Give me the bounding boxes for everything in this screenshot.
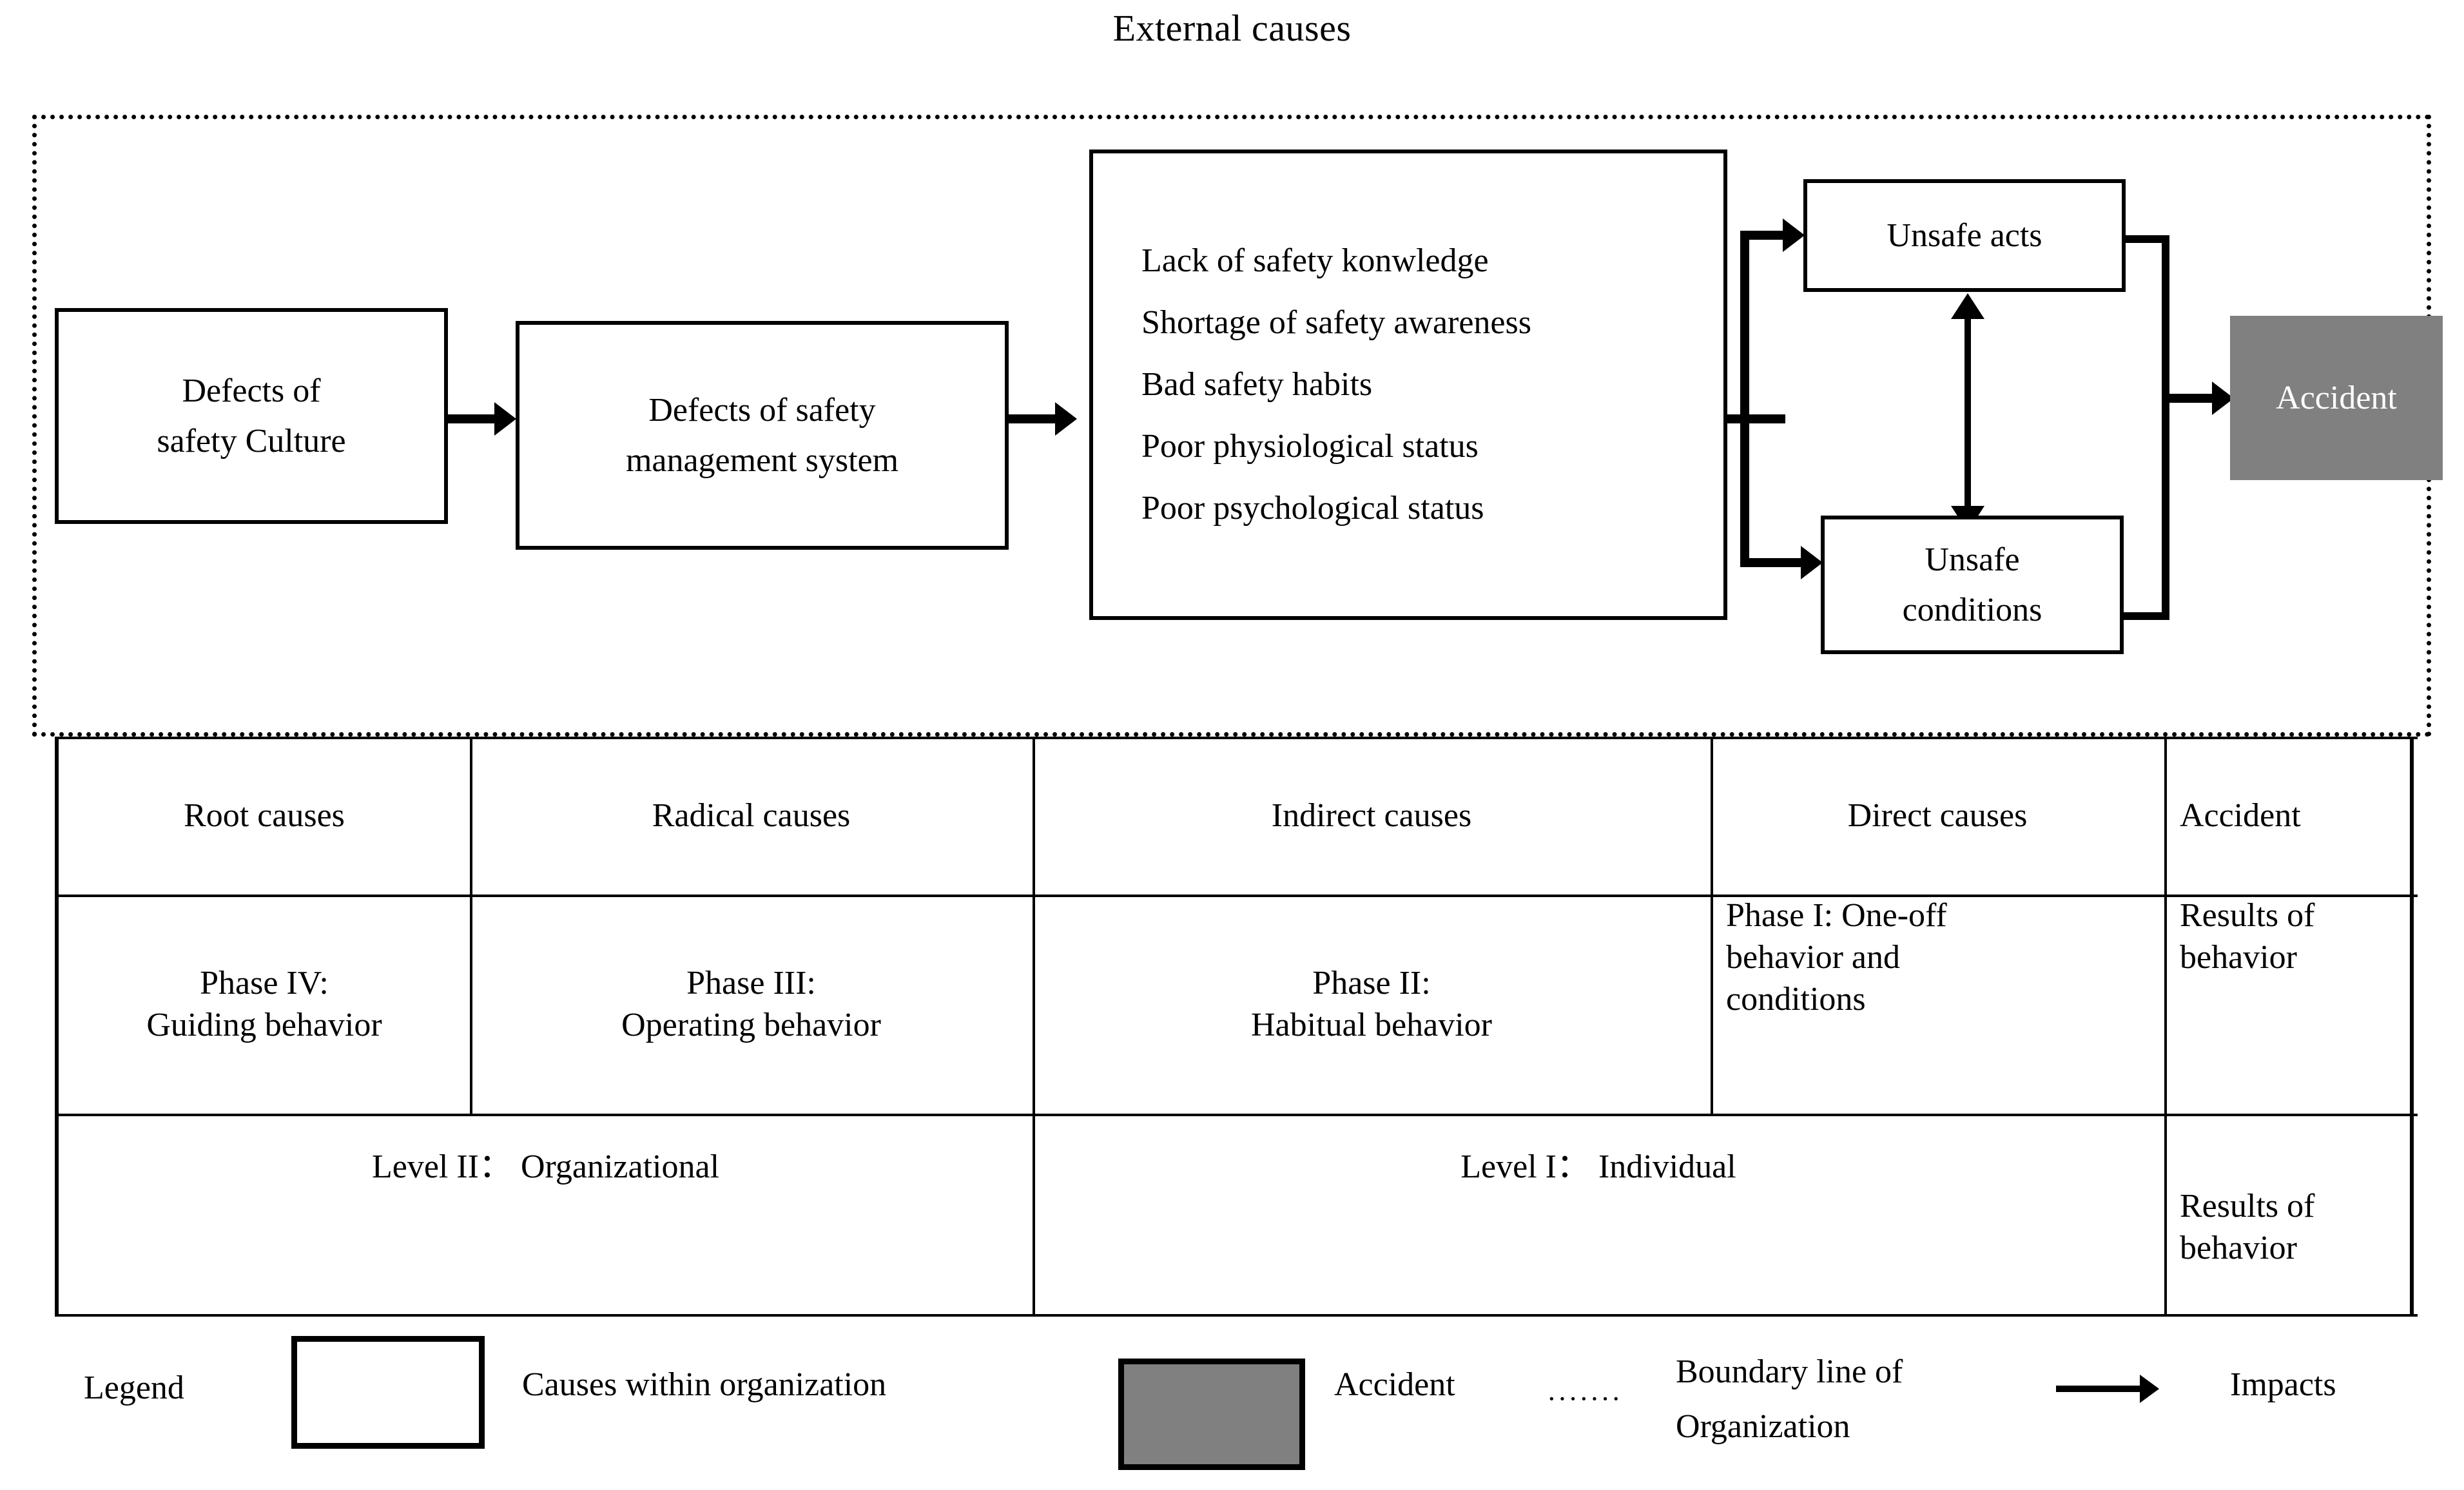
cell-indirect-causes: Indirect causes xyxy=(1033,737,1711,895)
legend-arrow-shaft xyxy=(2056,1386,2140,1392)
cell-phase-iii-line2: Operating behavior xyxy=(621,1007,881,1043)
cell-indirect-causes-label: Indirect causes xyxy=(1271,797,1472,834)
cell-phase-ii: Phase II: Habitual behavior xyxy=(1033,895,1711,1114)
table-divider-level-org-ind xyxy=(1033,1114,1035,1314)
table-rule-top xyxy=(59,737,2418,739)
cell-phase-iv-line1: Phase IV: xyxy=(200,965,329,1001)
connector-to-unsafe-acts-shaft xyxy=(1740,231,1787,240)
cell-phase-i-line2: behavior and xyxy=(1726,939,1901,976)
page-title: External causes xyxy=(1112,7,1352,49)
box-culture-line1: Defects of xyxy=(182,372,321,409)
legend-swatch-gray-box xyxy=(1118,1359,1305,1470)
indirect-cause-item: Poor physiological status xyxy=(1141,428,1479,465)
indirect-cause-item: Lack of safety konwledge xyxy=(1141,242,1489,279)
arrow-up-acts xyxy=(1951,293,1984,319)
connector-acts-right-stub xyxy=(2126,235,2169,243)
cell-results-of-behavior-phase: Results of behavior xyxy=(2164,895,2418,1114)
cell-direct-causes-label: Direct causes xyxy=(1847,797,2028,834)
cell-level-i-label: Level I： Individual xyxy=(1460,1148,1736,1185)
cell-results-phase-line1: Results of xyxy=(2180,897,2315,934)
cell-radical-causes-label: Radical causes xyxy=(652,797,851,834)
cell-accident-causes: Accident xyxy=(2164,737,2418,895)
table-divider-3-causes xyxy=(1711,737,1713,895)
cell-results-level-line1: Results of xyxy=(2180,1187,2315,1224)
legend-arrow-symbol xyxy=(2056,1375,2159,1403)
cell-phase-iv-line2: Guiding behavior xyxy=(146,1007,382,1043)
connector-indirect-out-shaft xyxy=(1727,414,1785,423)
arrow-to-unsafe-acts xyxy=(1783,218,1805,252)
legend-dotted-line-symbol: ······· xyxy=(1547,1383,1622,1415)
cell-root-causes: Root causes xyxy=(59,737,470,895)
cell-accident-causes-label: Accident xyxy=(2180,797,2301,834)
box-unsafe-conditions-line2: conditions xyxy=(1902,591,2042,628)
connector-merge-to-accident-shaft xyxy=(2162,394,2218,403)
table-divider-2-phase xyxy=(1033,895,1035,1114)
cell-phase-iii: Phase III: Operating behavior xyxy=(470,895,1033,1114)
box-unsafe-acts-label: Unsafe acts xyxy=(1887,217,2042,254)
table-rule-phase-level xyxy=(59,1114,2418,1116)
cell-level-ii-organizational: Level II： Organizational xyxy=(59,1114,1033,1314)
box-unsafe-acts[interactable]: Unsafe acts xyxy=(1803,179,2126,292)
legend-dotted-text-line1: Boundary line of xyxy=(1676,1353,1903,1390)
cell-level-i-individual: Level I： Individual xyxy=(1033,1114,2164,1314)
box-defects-of-safety-culture[interactable]: Defects of safety Culture xyxy=(55,308,448,524)
table-divider-1-phase xyxy=(470,895,472,1114)
classification-table: Root causes Radical causes Indirect caus… xyxy=(55,737,2418,1317)
cell-radical-causes: Radical causes xyxy=(470,737,1033,895)
connector-mgmt-to-indirect-shaft xyxy=(1009,414,1055,423)
arrow-culture-to-mgmt xyxy=(494,402,516,436)
table-divider-1-causes xyxy=(470,737,472,895)
indirect-cause-item: Shortage of safety awareness xyxy=(1141,304,1531,341)
cell-results-of-behavior-level: Results of behavior xyxy=(2164,1114,2418,1314)
box-indirect-causes-list[interactable]: Lack of safety konwledge Shortage of saf… xyxy=(1089,150,1727,620)
box-mgmt-line2: management system xyxy=(625,441,899,479)
cell-results-phase-line2: behavior xyxy=(2180,939,2297,976)
table-divider-2-causes xyxy=(1033,737,1035,895)
cell-phase-i-line3: conditions xyxy=(1726,981,1866,1018)
legend: Legend Causes within organization Accide… xyxy=(0,1324,2464,1485)
cell-phase-iv: Phase IV: Guiding behavior xyxy=(59,895,470,1114)
legend-swatch-white-box xyxy=(291,1336,485,1449)
cell-phase-iii-line1: Phase III: xyxy=(686,965,816,1001)
indirect-cause-item: Poor psychological status xyxy=(1141,490,1484,527)
legend-white-box-text: Causes within organization xyxy=(522,1366,887,1403)
arrow-to-unsafe-conditions xyxy=(1801,546,1823,579)
cell-phase-ii-line1: Phase II: xyxy=(1312,965,1431,1001)
table-divider-3-phase xyxy=(1711,895,1713,1114)
box-unsafe-conditions-line1: Unsafe xyxy=(1925,541,2020,578)
connector-indirect-split-vertical xyxy=(1740,235,1749,567)
box-culture-line2: safety Culture xyxy=(157,422,346,460)
cell-root-causes-label: Root causes xyxy=(184,797,345,834)
arrow-mgmt-to-indirect xyxy=(1055,402,1077,436)
table-rule-causes-phase xyxy=(59,895,2418,897)
box-mgmt-line1: Defects of safety xyxy=(648,391,876,429)
connector-merge-vertical xyxy=(2162,235,2169,620)
table-divider-4-level xyxy=(2164,1114,2167,1314)
connector-culture-to-mgmt-shaft xyxy=(448,414,494,423)
indirect-cause-item: Bad safety habits xyxy=(1141,366,1373,403)
legend-gray-box-text: Accident xyxy=(1334,1366,1455,1403)
legend-arrow-head-icon xyxy=(2140,1375,2159,1403)
table-rule-bottom xyxy=(59,1314,2418,1317)
cell-phase-i-line1: Phase I: One-off xyxy=(1726,897,1947,934)
table-divider-4-phase xyxy=(2164,895,2167,1114)
cell-phase-i: Phase I: One-off behavior and conditions xyxy=(1711,895,2164,1114)
box-defects-of-safety-management-system[interactable]: Defects of safety management system xyxy=(516,321,1009,550)
legend-label: Legend xyxy=(84,1369,184,1406)
table-divider-4-causes xyxy=(2164,737,2167,895)
connector-to-unsafe-conditions-shaft xyxy=(1740,558,1805,567)
cell-phase-ii-line2: Habitual behavior xyxy=(1251,1007,1492,1043)
box-accident[interactable]: Accident xyxy=(2230,316,2443,480)
connector-acts-conditions-shaft xyxy=(1964,319,1971,506)
legend-arrow-text: Impacts xyxy=(2230,1366,2336,1403)
cell-level-ii-label: Level II： Organizational xyxy=(371,1148,720,1185)
cell-direct-causes: Direct causes xyxy=(1711,737,2164,895)
legend-dotted-text-line2: Organization xyxy=(1676,1408,1850,1445)
box-accident-label: Accident xyxy=(2276,379,2397,416)
connector-conditions-right-stub xyxy=(2124,612,2169,620)
box-unsafe-conditions[interactable]: Unsafe conditions xyxy=(1821,516,2124,654)
cell-results-level-line2: behavior xyxy=(2180,1229,2297,1266)
